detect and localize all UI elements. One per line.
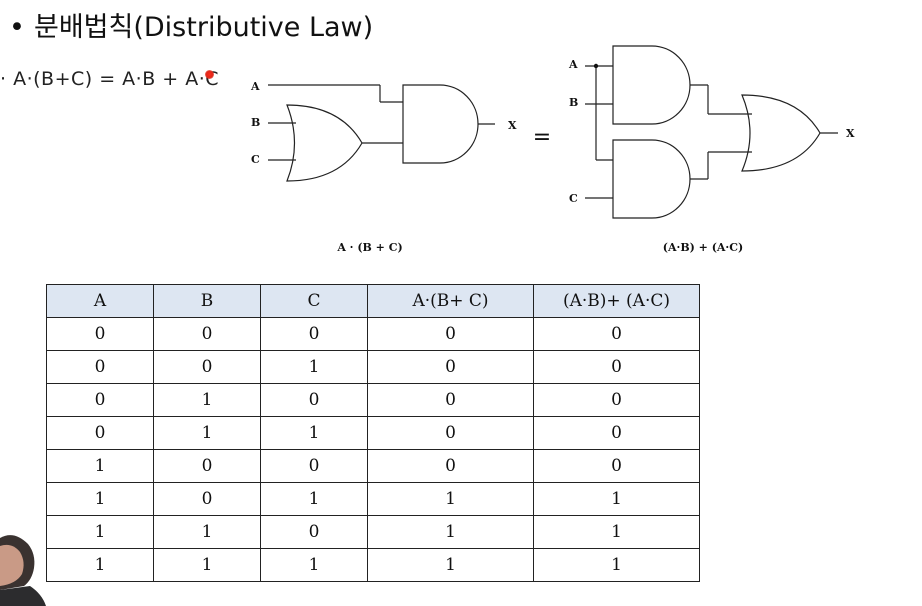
right-circuit	[585, 45, 838, 219]
table-cell: 0	[153, 482, 261, 516]
header-b: B	[153, 284, 261, 318]
table-cell: 0	[153, 449, 261, 483]
left-circuit	[268, 84, 495, 182]
right-input-a: A	[568, 58, 578, 71]
and-gate	[402, 84, 479, 164]
table-cell: 0	[367, 416, 534, 450]
left-caption: A · (B + C)	[336, 241, 402, 254]
table-cell: 1	[46, 515, 154, 549]
table-cell: 1	[367, 482, 534, 516]
table-cell: 1	[367, 548, 534, 582]
table-cell: 0	[46, 317, 154, 351]
table-cell: 1	[46, 482, 154, 516]
distributive-formula: · A·(B+C) = A·B + A·C	[0, 68, 220, 90]
table-cell: 0	[260, 317, 368, 351]
table-cell: 1	[367, 515, 534, 549]
table-cell: 1	[533, 515, 700, 549]
table-cell: 0	[533, 416, 700, 450]
table-cell: 0	[367, 317, 534, 351]
table-cell: 0	[46, 416, 154, 450]
table-cell: 1	[260, 416, 368, 450]
left-input-c: C	[251, 153, 260, 166]
table-cell: 0	[153, 350, 261, 384]
table-cell: 0	[533, 350, 700, 384]
table-cell: 1	[260, 482, 368, 516]
title-text: 분배법칙(Distributive Law)	[34, 12, 374, 43]
right-output-x: X	[846, 127, 855, 140]
slide-title: • 분배법칙(Distributive Law)	[0, 8, 373, 48]
header-right-expr: (A·B)+ (A·C)	[533, 284, 700, 318]
title-bullet: •	[9, 12, 25, 43]
table-cell: 0	[533, 383, 700, 417]
junction-dot	[593, 63, 599, 69]
table-cell: 0	[260, 383, 368, 417]
table-cell: 0	[367, 383, 534, 417]
left-input-a: A	[250, 80, 260, 93]
table-cell: 1	[153, 416, 261, 450]
table-cell: 0	[367, 449, 534, 483]
header-row: A B C A·(B+ C) (A·B)+ (A·C)	[46, 284, 700, 318]
table-cell: 1	[46, 449, 154, 483]
and-gate-bottom	[612, 139, 691, 219]
presenter-video	[0, 524, 46, 606]
header-left-expr: A·(B+ C)	[367, 284, 534, 318]
logic-circuits: A B C X A · (B + C) = A B C X (A·B) + (A…	[250, 45, 855, 254]
header-c: C	[260, 284, 368, 318]
table-cell: 0	[153, 317, 261, 351]
table-cell: 1	[46, 548, 154, 582]
or-gate	[741, 94, 821, 172]
table-cell: 0	[260, 515, 368, 549]
table-cell: 0	[260, 449, 368, 483]
table-cell: 1	[260, 548, 368, 582]
table-cell: 0	[533, 317, 700, 351]
table-cell: 1	[153, 548, 261, 582]
laser-pointer-dot	[205, 70, 214, 79]
right-input-c: C	[569, 192, 578, 205]
equals-sign: =	[533, 125, 551, 150]
table-cell: 1	[153, 383, 261, 417]
table-cell: 1	[260, 350, 368, 384]
table-cell: 0	[533, 449, 700, 483]
left-input-b: B	[251, 116, 260, 129]
right-input-b: B	[569, 96, 578, 109]
table-cell: 1	[533, 482, 700, 516]
table-cell: 1	[533, 548, 700, 582]
and-gate-top	[612, 45, 691, 125]
table-cell: 1	[153, 515, 261, 549]
table-cell: 0	[46, 383, 154, 417]
right-caption: (A·B) + (A·C)	[663, 241, 743, 254]
table-cell: 0	[46, 350, 154, 384]
left-output-x: X	[508, 119, 517, 132]
table-cell: 0	[367, 350, 534, 384]
header-a: A	[46, 284, 154, 318]
or-gate	[286, 104, 363, 182]
